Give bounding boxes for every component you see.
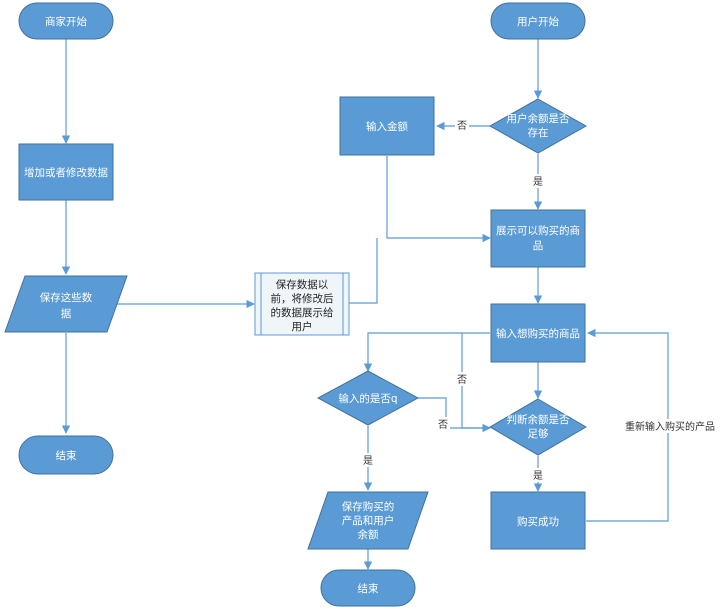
node-save-data: 保存这些数 据: [4, 275, 128, 333]
node-save-data-label-2: 据: [61, 307, 72, 320]
node-enough-check: 判断余额是否 足够: [489, 398, 587, 456]
node-balance-check-label-1: 用户余额是否: [507, 112, 570, 125]
node-save-purchase-label-3: 余额: [358, 528, 379, 541]
node-is-q-label: 输入的是否q: [338, 392, 397, 405]
node-user-start-label: 用户开始: [517, 15, 559, 28]
node-input-amount-label: 输入金额: [366, 120, 408, 133]
node-doc-label-2: 前，将修改后: [271, 292, 334, 305]
node-balance-check: 用户余额是否 存在: [488, 98, 588, 154]
node-show-products-label-2: 品: [533, 240, 544, 252]
node-is-q: 输入的是否q: [316, 370, 420, 426]
node-doc-label-3: 的数据展示给: [271, 306, 334, 319]
node-user-end: 结束: [320, 569, 416, 607]
edge-labels: 否 是 否 否 是 是 重新输入购买的产品: [361, 118, 718, 482]
node-input-amount: 输入金额: [339, 96, 435, 156]
edge-label-no-q: 否: [438, 419, 448, 431]
node-doc-preview: 保存数据以 前，将修改后 的数据展示给 用户: [254, 272, 350, 336]
node-balance-check-label-2: 存在: [528, 126, 549, 139]
edge-label-no-enough: 否: [457, 374, 467, 386]
edge-label-yes-enough: 是: [533, 470, 543, 482]
node-save-purchase: 保存购买的 产品和用户 余额: [307, 491, 429, 550]
node-user-start: 用户开始: [490, 2, 586, 40]
edge-input-amount-to-show: [386, 156, 491, 243]
node-buy-success-label: 购买成功: [517, 515, 559, 528]
node-merchant-start: 商家开始: [18, 2, 114, 40]
node-show-products: 展示可以购买的商 品: [490, 209, 586, 268]
edge-input-product-to-q: [363, 332, 490, 372]
edge-doc-to-show: [349, 238, 378, 304]
node-merchant-end-label: 结束: [56, 449, 77, 462]
edge-label-reenter: 重新输入购买的产品: [625, 420, 715, 433]
edge-label-no-balance: 否: [457, 120, 467, 132]
node-enough-check-label-1: 判断余额是否: [507, 413, 570, 426]
node-add-modify: 增加或者修改数据: [18, 143, 114, 201]
node-add-modify-label: 增加或者修改数据: [24, 166, 108, 179]
edge-label-yes-balance: 是: [533, 176, 543, 188]
node-input-product: 输入想购买的商品: [490, 303, 586, 363]
node-buy-success: 购买成功: [490, 491, 586, 550]
node-enough-check-label-2: 足够: [528, 428, 549, 440]
node-save-purchase-label-1: 保存购买的: [342, 500, 395, 513]
edge-enough-no-back: [461, 333, 490, 429]
node-merchant-end: 结束: [18, 435, 114, 475]
edge-label-yes-q: 是: [363, 455, 373, 467]
node-doc-label-4: 用户: [292, 320, 313, 333]
node-doc-label-1: 保存数据以: [276, 278, 329, 291]
node-user-end-label: 结束: [358, 582, 379, 595]
node-save-data-label-1: 保存这些数: [40, 291, 93, 304]
node-show-products-label-1: 展示可以购买的商: [496, 224, 580, 237]
node-merchant-start-label: 商家开始: [45, 15, 87, 28]
edge-q-no-to-enough: [418, 397, 491, 433]
node-save-purchase-label-2: 产品和用户: [342, 514, 395, 527]
node-input-product-label: 输入想购买的商品: [496, 327, 580, 340]
